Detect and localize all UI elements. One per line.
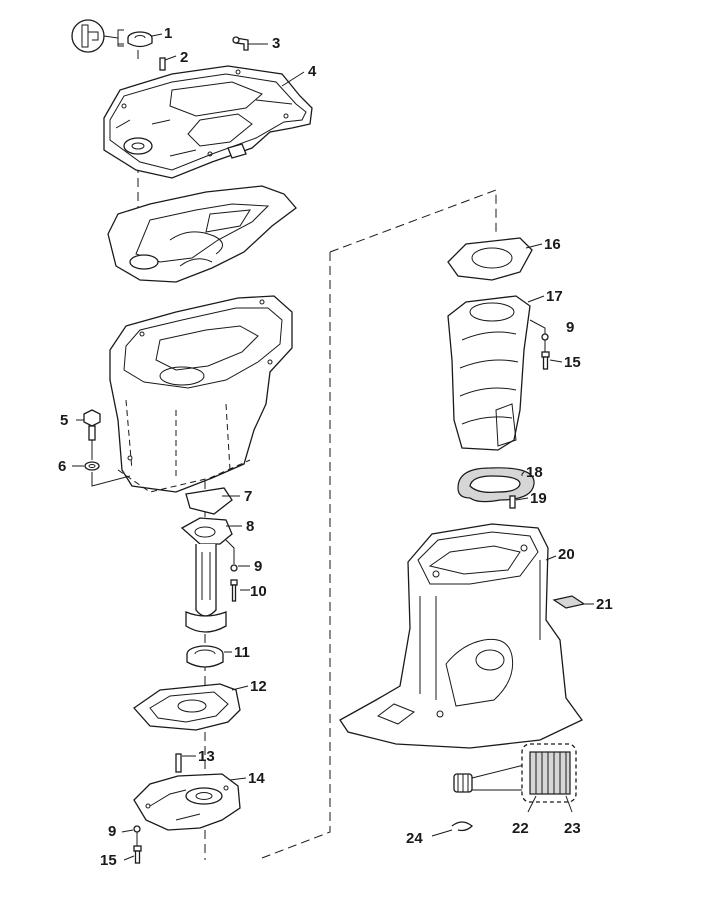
part-washer-bottom [133,825,141,833]
screw-axis [225,539,235,564]
part-clip [552,595,586,609]
callout-4: 4 [308,63,317,80]
callout-1: 1 [164,25,172,42]
callout-11: 11 [234,644,250,661]
callout-17: 17 [546,288,563,305]
part-bolt [83,409,101,441]
callout-15-right: 15 [564,354,581,371]
callout-5: 5 [60,412,68,429]
section-divider [261,252,331,859]
callout-13: 13 [198,748,215,765]
part-grommet [457,467,535,503]
part-washer-right [541,333,549,341]
bearing-inset-leader [471,763,529,791]
leader-lines [72,33,594,861]
part-screw [230,579,238,602]
part-small-gasket [185,487,233,515]
callout-12: 12 [250,678,267,695]
callout-23: 23 [564,820,581,837]
callout-22: 22 [512,820,529,837]
part-exhaust-manifold [447,295,531,451]
callout-19: 19 [530,490,547,507]
part-upper-plate [103,65,313,179]
callout-labels: 1 2 3 4 5 6 7 8 9 9 9 10 11 12 13 14 15 … [58,25,613,869]
part-bolt-right [541,351,550,370]
oil-seal-inset [71,19,124,53]
callout-7: 7 [244,488,252,505]
part-elbow-fitting [232,36,249,51]
callout-18: 18 [526,464,543,481]
part-seal-ring [186,645,224,668]
part-oil-seal [127,31,153,48]
part-roller-bearing [453,773,473,793]
part-gasket-right [447,237,533,281]
callout-6: 6 [58,458,66,475]
section-divider-top [329,189,497,253]
part-lower-casing [339,523,583,749]
part-circlip [451,821,473,832]
part-bottom-plate [133,773,241,831]
part-washer-small [230,564,238,572]
part-gasket-lower [133,683,241,731]
callout-9-bottom: 9 [108,823,116,840]
callout-9-sleeve: 9 [254,558,262,575]
callout-16: 16 [544,236,561,253]
callout-8: 8 [246,518,254,535]
bolt-axis [91,440,131,487]
part-bolt-bottom [133,845,142,864]
callout-10: 10 [250,583,267,600]
part-gasket-upper [107,185,297,283]
right-bolt-axis [529,319,546,352]
callout-15-bottom: 15 [100,852,117,869]
part-washer [84,461,100,471]
callout-3: 3 [272,35,280,52]
centre-axis-left [137,50,206,860]
callout-9-right: 9 [566,319,574,336]
callout-24: 24 [406,830,423,847]
part-upper-casing [109,295,293,493]
part-pin-right [509,495,516,509]
part-pin [175,753,182,773]
callout-14: 14 [248,770,265,787]
callout-2: 2 [180,49,188,66]
bearing-detail-inset [521,743,577,803]
part-dowel-pin [159,57,166,71]
part-shaft-sleeve [180,517,233,633]
callout-21: 21 [596,596,613,613]
callout-20: 20 [558,546,575,563]
